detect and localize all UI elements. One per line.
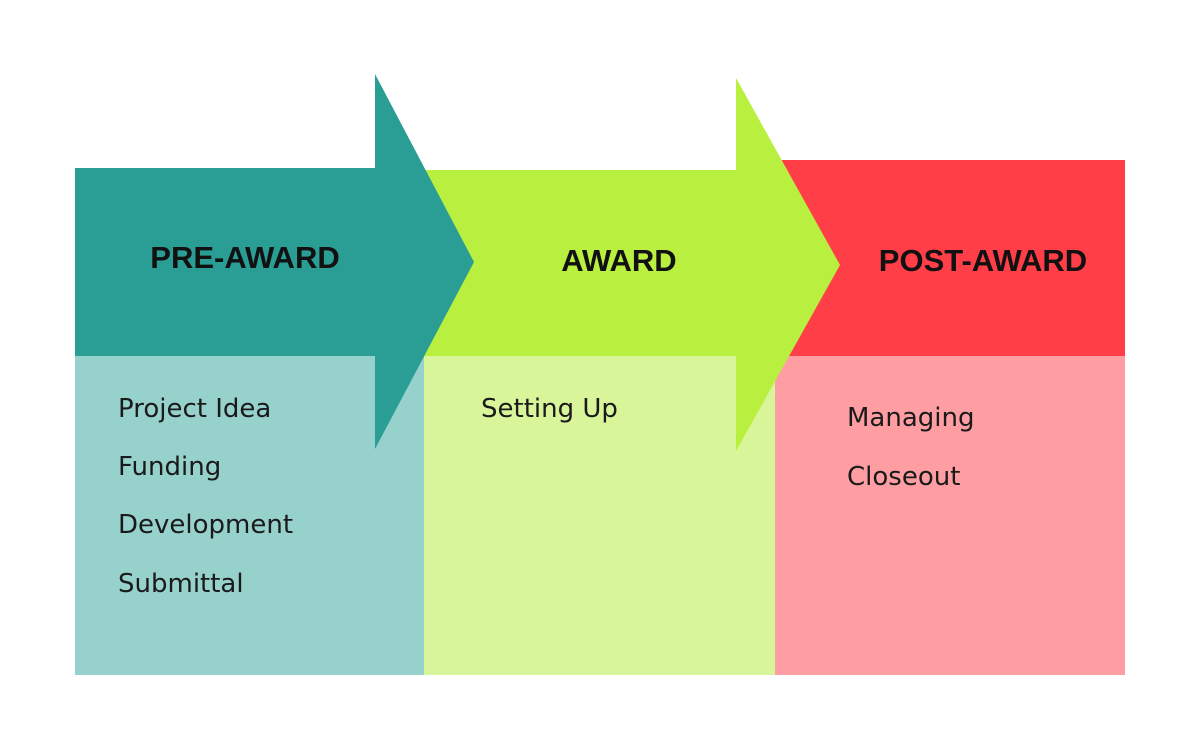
pre-award-title: PRE-AWARD (150, 240, 339, 275)
step-project-idea: Project Idea (118, 394, 271, 424)
step-managing: Managing (847, 403, 975, 433)
pre-award-body-panel (75, 354, 424, 675)
award-title: AWARD (561, 243, 676, 278)
step-submittal: Submittal (118, 569, 244, 599)
post-award-body-panel (775, 354, 1125, 675)
award-arrow (424, 78, 840, 451)
post-award-title: POST-AWARD (879, 243, 1087, 278)
pre-award-arrow (75, 74, 474, 449)
award-body-panel (424, 354, 775, 675)
step-setting-up: Setting Up (481, 394, 618, 424)
step-funding: Funding (118, 452, 221, 482)
step-development: Development (118, 510, 293, 540)
step-closeout: Closeout (847, 462, 960, 492)
